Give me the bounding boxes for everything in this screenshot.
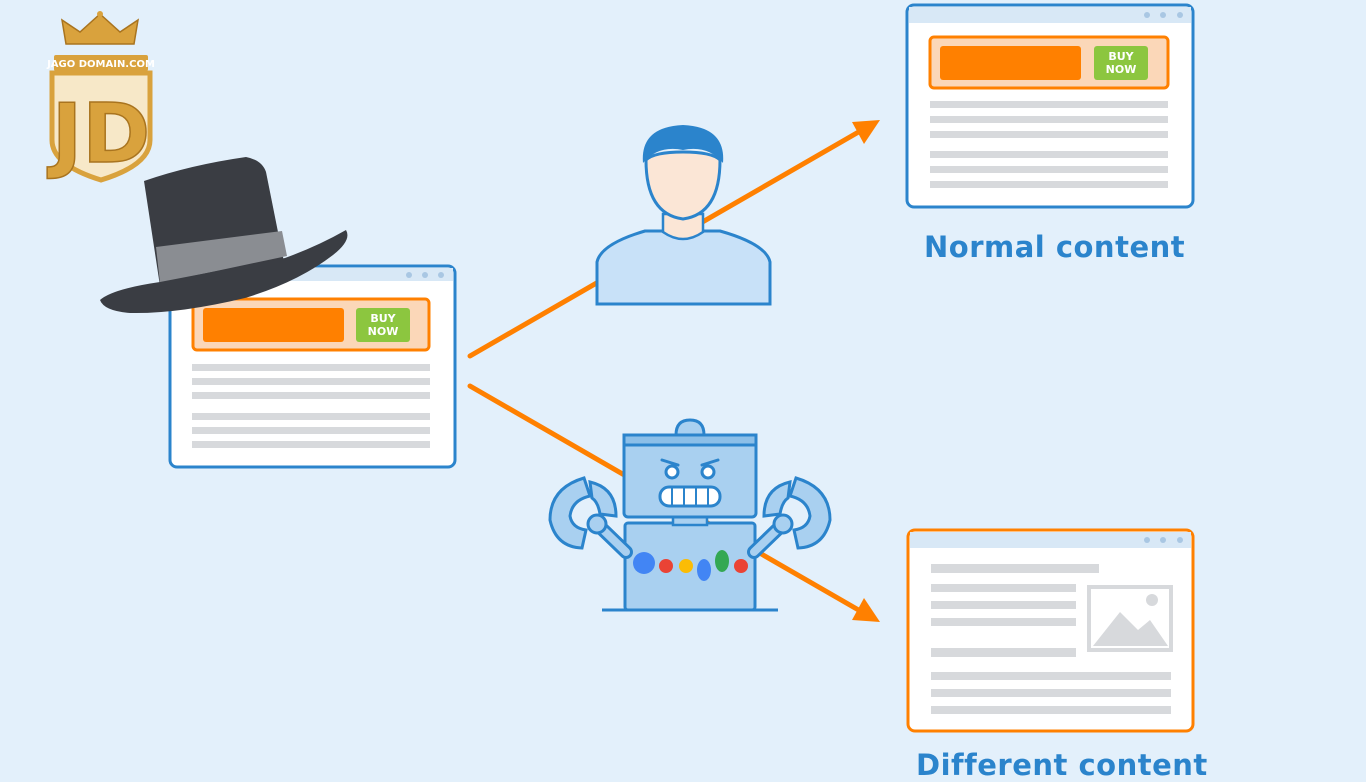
text-lines [930,101,1168,188]
crown-icon [60,12,140,45]
normal-content-window: BUY NOW [905,3,1195,209]
logo-monogram: JD [47,87,151,182]
cloaked-page-window: BUY NOW [168,264,457,469]
normal-content-caption: Normal content [924,230,1186,264]
buy-now-label-line2: NOW [1106,63,1137,76]
buy-now-label-line1: BUY [1108,50,1134,63]
jagodomain-logo: JAGO DOMAIN.COM JD [46,11,155,183]
buy-now-label-line1: BUY [370,312,396,325]
buy-now-button [1094,46,1148,80]
buy-now-button [356,308,410,342]
different-content-caption: Different content [916,748,1208,782]
text-lines [931,564,1171,714]
arrow-icon [852,598,880,622]
buy-now-label-line2: NOW [368,325,399,338]
different-content-window [906,528,1195,733]
shield-icon [49,70,153,183]
user-icon [595,125,772,306]
text-lines [192,364,430,448]
search-robot-icon [548,418,832,612]
image-placeholder-icon [1087,585,1173,652]
logo-brand-text: JAGO DOMAIN.COM [46,59,155,70]
arrow-icon [852,120,880,144]
black-hat-icon [100,157,348,314]
